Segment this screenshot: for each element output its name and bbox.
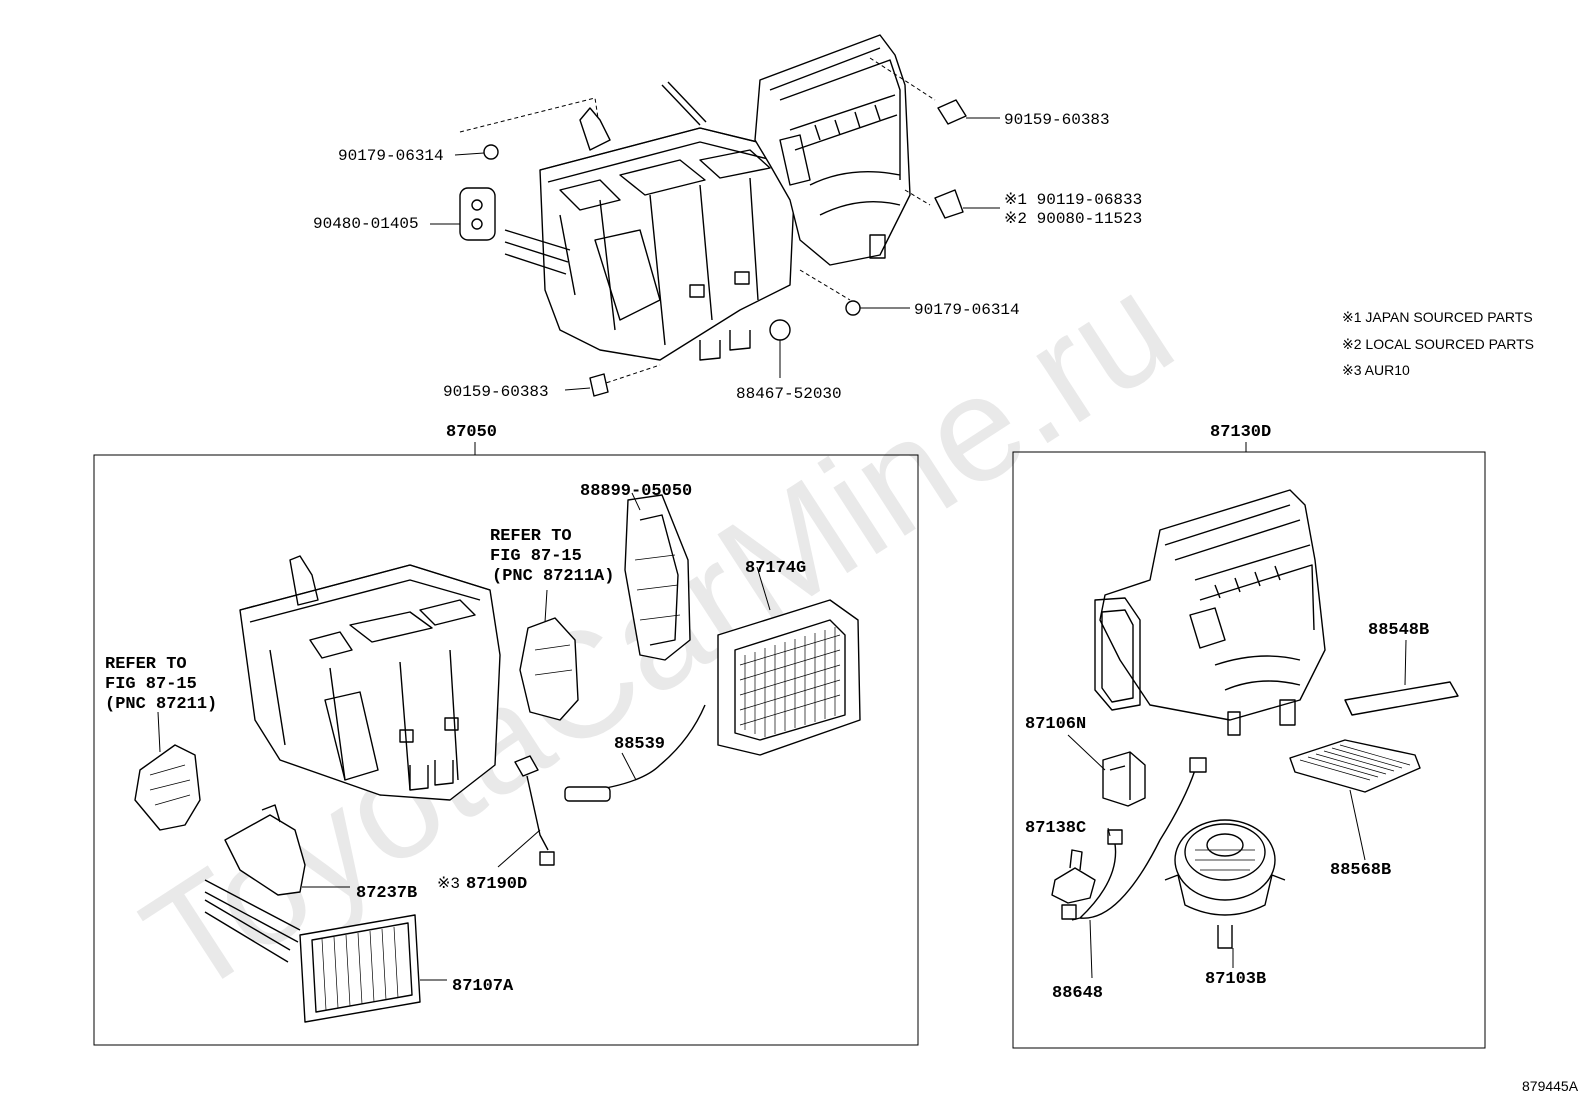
label-87190d: 87190D	[466, 875, 527, 894]
label-87190d-mark: ※3	[437, 875, 460, 893]
label-90080-11523: ※2 90080-11523	[1004, 210, 1142, 228]
label-87106n: 87106N	[1025, 715, 1086, 734]
top-heater-assembly-illustration	[459, 34, 967, 397]
label-88568b: 88568B	[1330, 861, 1391, 880]
label-87103b: 87103B	[1205, 970, 1266, 989]
top-leaders	[430, 117, 1000, 391]
refer1-line2: FIG 87-15	[490, 547, 582, 566]
cabin-filter-pleats	[1299, 744, 1411, 781]
note-japan-sourced: ※1 JAPAN SOURCED PARTS	[1342, 309, 1533, 325]
label-87174g: 87174G	[745, 559, 806, 578]
label-88648: 88648	[1052, 984, 1103, 1003]
label-87237b: 87237B	[356, 884, 417, 903]
label-88539: 88539	[614, 735, 665, 754]
group-label-87130d: 87130D	[1210, 423, 1271, 442]
label-90159-60383-top: 90159-60383	[1004, 111, 1110, 129]
label-90179-06314-top: 90179-06314	[338, 147, 444, 165]
group-box-87050	[93, 454, 919, 1046]
left-leaders	[157, 492, 771, 981]
figure-code: 879445A	[1522, 1078, 1579, 1094]
label-90159-60383-bottom: 90159-60383	[443, 383, 549, 401]
refer2-line2: FIG 87-15	[105, 675, 197, 694]
note-local-sourced: ※2 LOCAL SOURCED PARTS	[1342, 336, 1534, 352]
filter-mesh	[739, 627, 841, 737]
left-group-illustration	[134, 494, 861, 1023]
note-aur10: ※3 AUR10	[1342, 362, 1410, 378]
label-90480-01405: 90480-01405	[313, 215, 419, 233]
label-87107a: 87107A	[452, 977, 514, 996]
label-88467-52030: 88467-52030	[736, 385, 842, 403]
right-leaders	[1067, 639, 1407, 979]
core-fins	[321, 926, 399, 1011]
refer2-line3: (PNC 87211)	[105, 695, 217, 714]
group-label-87050: 87050	[446, 423, 497, 442]
group-box-87130d	[1012, 451, 1486, 1049]
label-90119-06833: ※1 90119-06833	[1004, 191, 1142, 209]
label-88899-05050: 88899-05050	[580, 482, 692, 501]
label-87138c: 87138C	[1025, 819, 1086, 838]
label-90179-06314-mid: 90179-06314	[914, 301, 1020, 319]
label-88548b: 88548B	[1368, 621, 1429, 640]
right-group-illustration	[1051, 489, 1459, 949]
refer1-line1: REFER TO	[490, 527, 572, 546]
refer2-line1: REFER TO	[105, 655, 187, 674]
refer1-line3: (PNC 87211A)	[492, 567, 614, 586]
